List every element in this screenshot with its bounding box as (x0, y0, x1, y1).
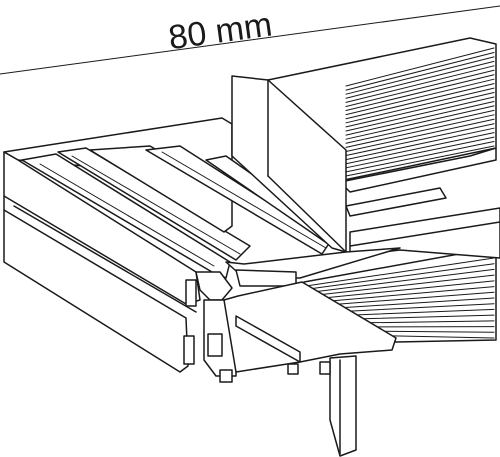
rib-line (345, 60, 495, 99)
rib-line (345, 141, 495, 173)
rib-line (345, 83, 495, 120)
rib-line (345, 65, 495, 103)
rib-line (345, 92, 495, 128)
rib-line (345, 105, 495, 140)
rib-line (305, 268, 495, 294)
rib-line (345, 132, 495, 165)
rib-line (345, 100, 495, 136)
rib-line (345, 78, 495, 116)
rib-line (345, 87, 495, 124)
rib-line (305, 257, 495, 287)
rib-line (345, 136, 495, 169)
rib-line (305, 280, 495, 301)
dimension-line (0, 5, 500, 75)
lower-ribs (305, 257, 495, 339)
upper-fin (225, 75, 401, 287)
rib-line (345, 96, 495, 132)
rib-line (345, 118, 495, 152)
rib-line (345, 69, 495, 107)
rib-line (345, 145, 495, 177)
rib-line (345, 56, 495, 95)
upper-ribs (345, 47, 495, 177)
rib-line (345, 109, 495, 144)
rib-line (345, 114, 495, 148)
rib-line (345, 127, 495, 161)
middle-plates (339, 147, 500, 259)
rib-line (305, 286, 495, 304)
rib-line (305, 274, 495, 297)
rib-line (345, 123, 495, 157)
lower-fin (223, 281, 397, 457)
rib-line (305, 263, 495, 290)
dimension-label: 80 mm (166, 6, 274, 58)
rib-line (345, 51, 495, 91)
rib-line (345, 47, 495, 87)
rib-line (345, 74, 495, 112)
